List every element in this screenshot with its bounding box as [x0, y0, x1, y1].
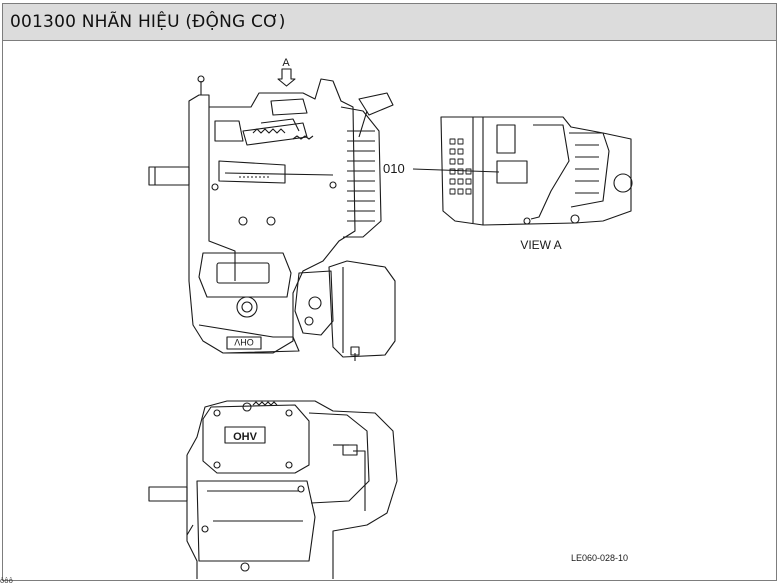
title-bar: 001300 NHÃN HIỆU (ĐỘNG CƠ): [3, 4, 776, 41]
page-title: 001300 NHÃN HIỆU (ĐỘNG CƠ): [10, 12, 286, 32]
engine-front-view: OHV: [148, 75, 396, 361]
base-ohv-stamp: OHV: [234, 337, 254, 347]
reference-code: LE060-028-10: [571, 553, 628, 563]
view-a-detail: 010 VIEW A: [383, 116, 633, 252]
engine-label-diagram: OHV A: [148, 57, 633, 579]
view-a-caption: VIEW A: [520, 238, 561, 252]
parts-frame: 001300 NHÃN HIỆU (ĐỘNG CƠ): [2, 3, 777, 581]
ohv-badge: OHV: [233, 431, 258, 443]
view-a-indicator: A: [277, 57, 296, 87]
footer-mark: ôôô: [0, 577, 13, 585]
view-arrow-label: A: [282, 57, 290, 69]
engine-top-view: OHV: [148, 400, 398, 579]
callout-010-label: 010: [383, 161, 405, 176]
